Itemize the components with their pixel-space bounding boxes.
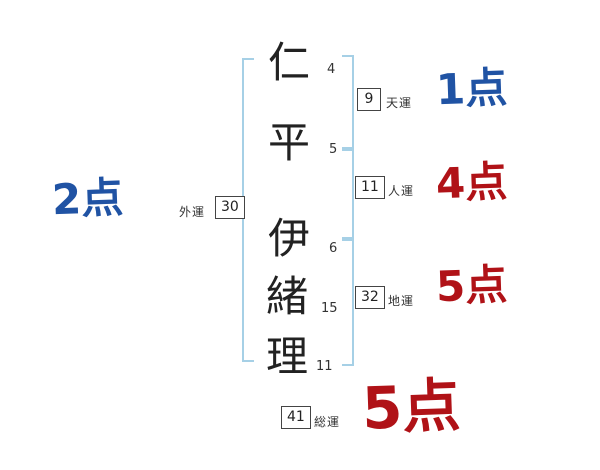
person-luck-bracket [342,147,354,241]
heaven-luck-bracket [342,55,354,151]
total-luck-score: 5点 [360,371,462,443]
stroke-count: 15 [321,301,338,316]
outer-luck-value-box: 30 [215,196,245,219]
name-char: 伊 [268,214,311,263]
person-luck-label: 人運 [388,184,415,198]
heaven-luck-value-box: 9 [357,88,381,111]
stroke-count: 11 [316,359,333,374]
total-luck-value-box: 41 [281,406,311,429]
outer-luck-score: 2点 [51,172,125,225]
earth-luck-bracket [342,237,354,366]
name-char: 仁 [268,38,311,87]
stroke-count: 6 [329,241,338,256]
earth-luck-label: 地運 [388,294,415,308]
total-luck-label: 総運 [314,415,341,429]
outer-luck-label: 外運 [179,205,206,219]
stroke-count: 4 [327,62,336,77]
heaven-luck-label: 天運 [386,96,413,110]
stroke-count: 5 [329,142,338,157]
person-luck-value-box: 11 [355,176,385,199]
name-char: 平 [268,118,311,167]
earth-luck-value-box: 32 [355,286,385,309]
name-char: 理 [266,332,309,381]
name-char: 緒 [266,272,309,321]
person-luck-score: 4点 [435,156,509,209]
heaven-luck-score: 1点 [435,62,509,115]
earth-luck-score: 5点 [435,259,509,312]
